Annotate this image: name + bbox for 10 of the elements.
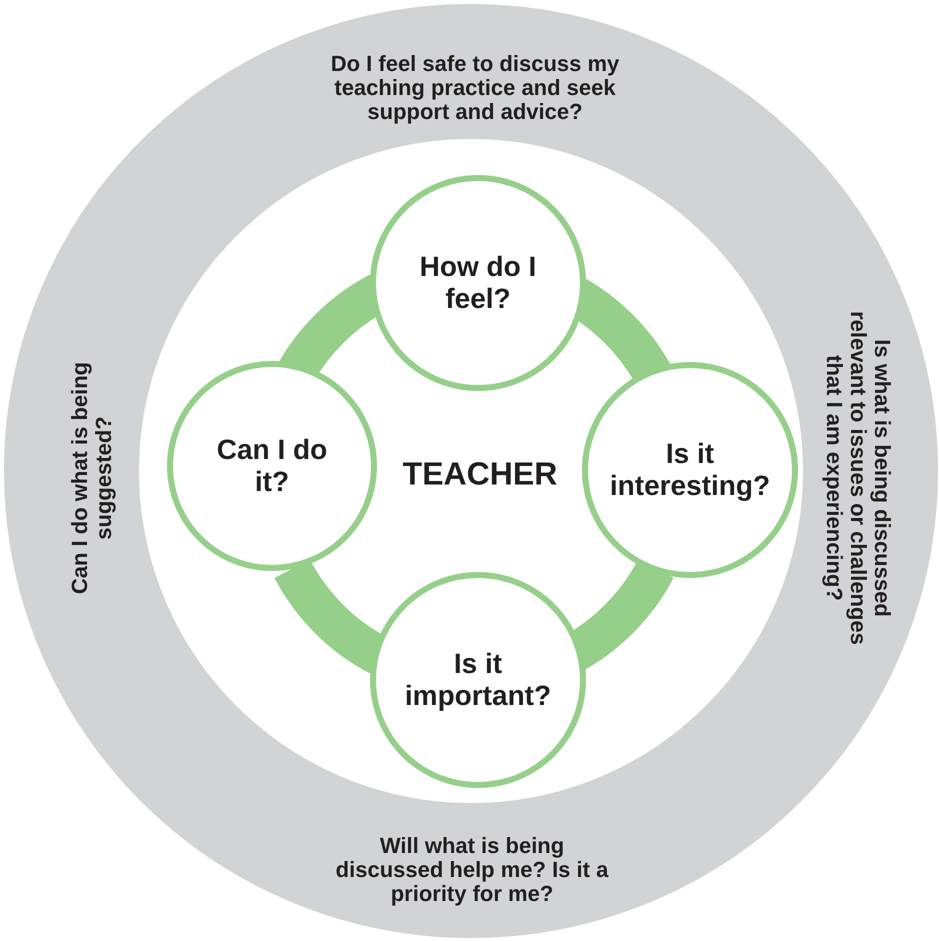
question-text: Is it important? [404, 648, 552, 712]
question-text: Will what is being discussed help me? Is it a priority for me? [334, 834, 610, 906]
outer-ring-band [4, 4, 938, 938]
question-text: How do I feel? [418, 251, 538, 315]
question-text: Do I feel safe to discuss my teaching practice and seek support and advice? [330, 52, 620, 124]
question-text: Is it interesting? [608, 438, 772, 502]
question-text: Is what is being discussed relevant to issues or challenges that I am experiencing? [822, 310, 894, 647]
center-label: TEACHER [402, 456, 558, 492]
question-text: Can I do what is being suggested? [68, 360, 116, 596]
question-text: Can I do it? [216, 434, 328, 498]
